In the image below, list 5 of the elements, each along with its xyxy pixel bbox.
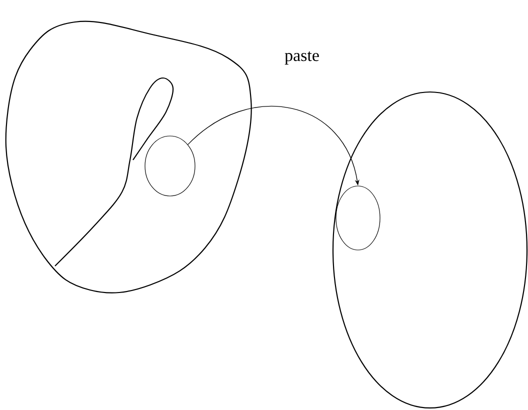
blob-shape [5, 20, 252, 294]
small-circle [336, 186, 380, 250]
small-circle [144, 136, 196, 196]
ellipse-shape [332, 91, 528, 409]
edge-label: paste [284, 51, 319, 65]
